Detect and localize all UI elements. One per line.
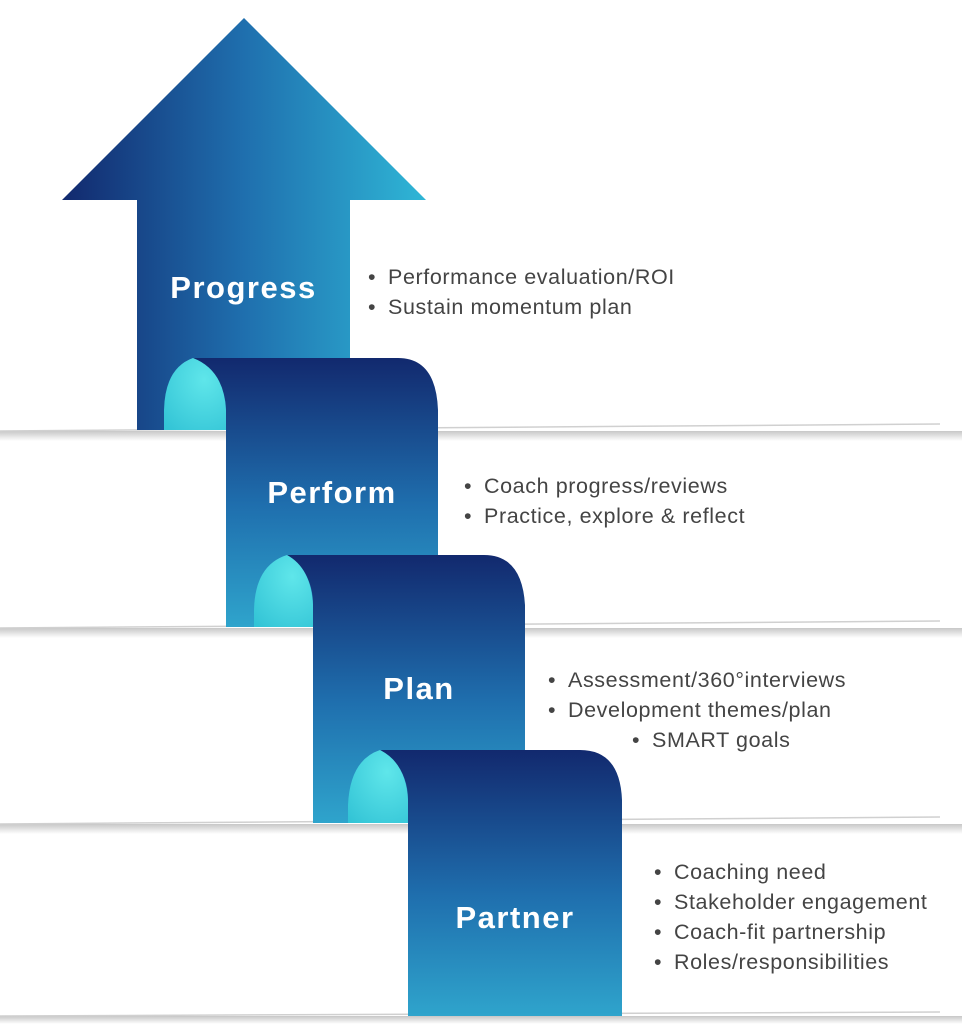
list-item: •Roles/responsibilities (654, 950, 890, 974)
partner-step (380, 750, 622, 1016)
list-item: •Coach progress/reviews (464, 474, 728, 498)
progress-arrow (62, 18, 426, 430)
shelf-shadow-4 (0, 1016, 962, 1024)
list-item: •Coach-fit partnership (654, 920, 887, 944)
list-item: •Coaching need (654, 860, 827, 884)
progress-bullets: •Performance evaluation/ROI •Sustain mom… (368, 262, 675, 322)
stage-label-perform: Perform (267, 475, 397, 510)
plan-curl (254, 555, 313, 627)
list-item: •Stakeholder engagement (654, 890, 928, 914)
partner-bullets: •Coaching need •Stakeholder engagement •… (654, 857, 927, 977)
stage-label-plan: Plan (383, 671, 455, 706)
list-item: •Sustain momentum plan (368, 295, 633, 319)
perform-bullets: •Coach progress/reviews •Practice, explo… (464, 471, 745, 531)
list-item: •SMART goals (632, 728, 791, 752)
list-item: •Development themes/plan (548, 698, 832, 722)
stage-label-partner: Partner (455, 900, 575, 935)
plan-bullets: •Assessment/360°interviews •Development … (548, 665, 846, 755)
shelf-shadow-1 (0, 431, 962, 441)
partner-curl (348, 750, 408, 823)
list-item: •Performance evaluation/ROI (368, 265, 675, 289)
perform-curl (164, 358, 226, 430)
list-item: •Practice, explore & reflect (464, 504, 746, 528)
list-item: •Assessment/360°interviews (548, 668, 847, 692)
stage-label-progress: Progress (170, 270, 317, 305)
